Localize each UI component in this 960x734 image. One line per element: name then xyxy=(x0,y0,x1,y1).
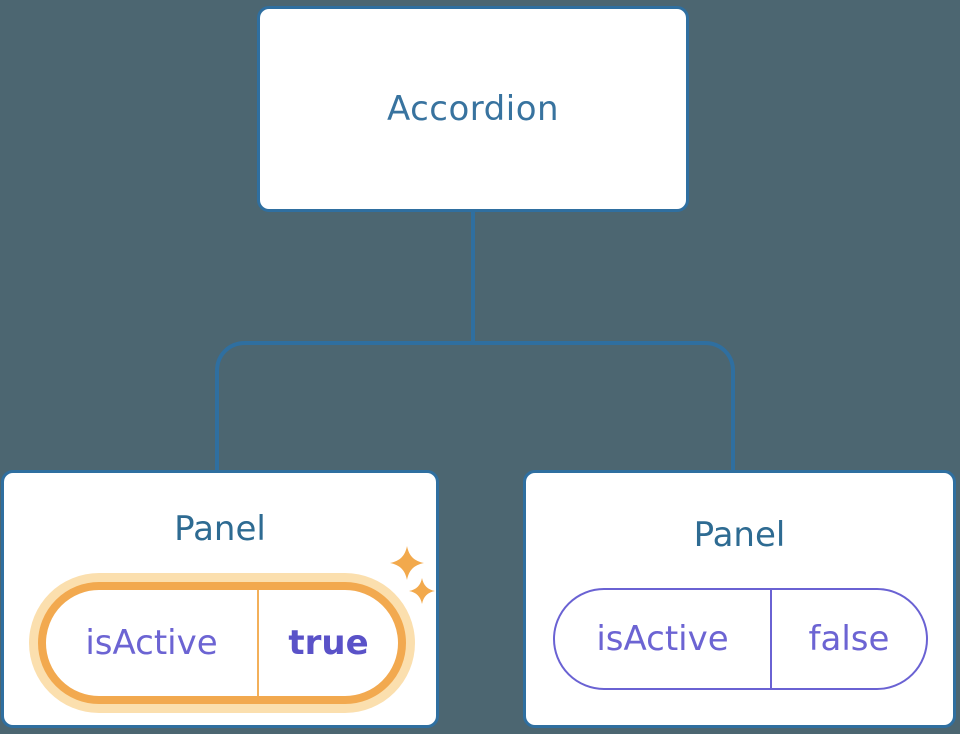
pill-divider xyxy=(257,590,259,696)
pill-divider xyxy=(770,590,772,688)
sparkles-icon xyxy=(390,546,435,604)
prop-value: false xyxy=(808,619,890,659)
prop-pill-inactive: isActive false xyxy=(553,588,928,690)
prop-pill-active: isActive true xyxy=(38,582,406,704)
prop-value: true xyxy=(288,623,369,663)
prop-name: isActive xyxy=(85,623,218,663)
panel-title: Panel xyxy=(174,509,266,549)
accordion-node-label: Accordion xyxy=(386,89,560,129)
panel-title: Panel xyxy=(693,515,786,555)
prop-name: isActive xyxy=(596,619,729,659)
panel-node-active: Panel isActive true xyxy=(1,470,439,728)
accordion-node: Accordion xyxy=(257,6,689,212)
panel-node-inactive: Panel isActive false xyxy=(523,470,956,728)
